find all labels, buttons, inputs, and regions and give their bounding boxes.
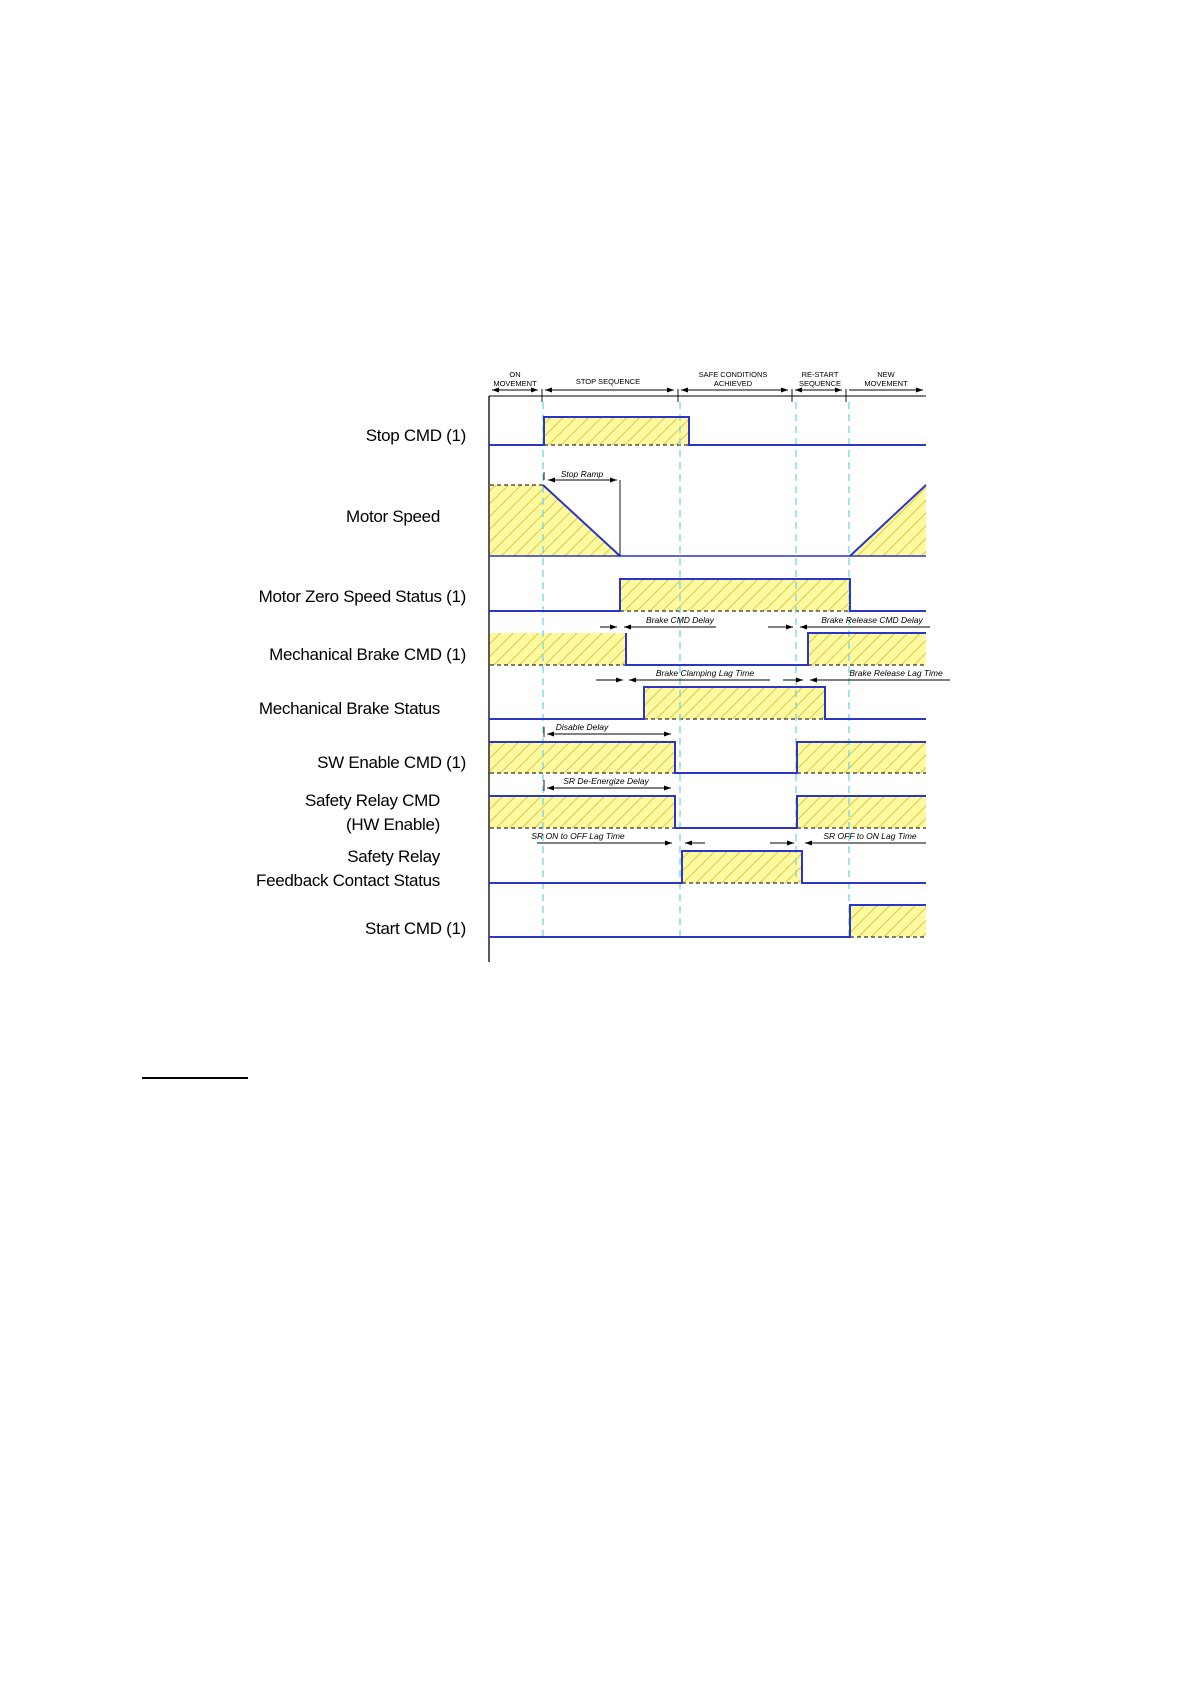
brake-clamping-lag-label: Brake Clamping Lag Time bbox=[656, 668, 754, 678]
signal-label-safety-relay-cmd-1: Safety Relay CMD bbox=[305, 791, 440, 810]
signal-label-mech-brake-status: Mechanical Brake Status bbox=[259, 699, 440, 718]
safety-relay-wave bbox=[489, 795, 926, 829]
disable-delay-label: Disable Delay bbox=[556, 722, 609, 732]
brake-cmd-active-2 bbox=[808, 633, 926, 665]
sw-enable-wave bbox=[489, 741, 926, 774]
phase-label-on-movement-1: ON bbox=[509, 370, 520, 379]
stop-ramp-label: Stop Ramp bbox=[561, 469, 604, 479]
signal-label-safety-relay-fb-1: Safety Relay bbox=[347, 847, 441, 866]
motor-speed-ramp-up bbox=[849, 484, 927, 557]
phase-label-safe-conditions-2: ACHIEVED bbox=[714, 379, 753, 388]
phase-label-new-movement-2: MOVEMENT bbox=[864, 379, 908, 388]
brake-release-lag-label: Brake Release Lag Time bbox=[849, 668, 943, 678]
brake-cmd-active-1 bbox=[490, 633, 626, 665]
start-cmd-wave bbox=[489, 904, 926, 938]
waveforms bbox=[489, 416, 927, 938]
start-cmd-active bbox=[850, 905, 926, 937]
signal-label-motor-speed: Motor Speed bbox=[346, 507, 440, 526]
sr-feedback-active bbox=[682, 851, 802, 883]
brake-status-wave bbox=[489, 686, 926, 720]
safety-relay-active-1 bbox=[490, 796, 675, 828]
brake-cmd-delay-label: Brake CMD Delay bbox=[646, 615, 715, 625]
heading-underline bbox=[142, 1077, 248, 1079]
phase-label-restart-sequence-2: SEQUENCE bbox=[799, 379, 841, 388]
signal-label-safety-relay-fb-2: Feedback Contact Status bbox=[256, 871, 440, 890]
sw-enable-active-1 bbox=[490, 742, 675, 773]
signal-label-safety-relay-cmd-2: (HW Enable) bbox=[346, 815, 440, 834]
active-regions bbox=[490, 417, 926, 937]
signal-label-mech-brake-cmd: Mechanical Brake CMD (1) bbox=[269, 645, 466, 664]
sr-feedback-wave bbox=[489, 850, 926, 884]
phase-label-restart-sequence-1: RE-START bbox=[802, 370, 839, 379]
brake-release-cmd-delay-label: Brake Release CMD Delay bbox=[821, 615, 923, 625]
safety-relay-active-2 bbox=[797, 796, 926, 828]
phase-label-safe-conditions-1: SAFE CONDITIONS bbox=[699, 370, 768, 379]
signal-label-start-cmd: Start CMD (1) bbox=[365, 919, 466, 938]
stop-cmd-active bbox=[544, 417, 689, 445]
motor-speed-decel bbox=[490, 485, 620, 556]
signal-label-stop-cmd: Stop CMD (1) bbox=[366, 426, 466, 445]
sw-enable-active-2 bbox=[797, 742, 926, 773]
brake-cmd-wave bbox=[625, 632, 926, 666]
signal-label-sw-enable-cmd: SW Enable CMD (1) bbox=[317, 753, 466, 772]
brake-status-active bbox=[644, 687, 825, 719]
phase-label-new-movement-1: NEW bbox=[877, 370, 895, 379]
sr-on-off-lag-label: SR ON to OFF Lag Time bbox=[531, 831, 625, 841]
delay-annotations: Stop Ramp Brake CMD Delay Brake Release … bbox=[531, 469, 950, 846]
phase-header: ON MOVEMENT STOP SEQUENCE SAFE CONDITION… bbox=[489, 370, 926, 402]
signal-label-motor-zero-speed: Motor Zero Speed Status (1) bbox=[259, 587, 466, 606]
phase-label-stop-sequence: STOP SEQUENCE bbox=[576, 377, 640, 386]
zero-speed-active bbox=[620, 579, 850, 611]
sr-deenergize-delay-label: SR De-Energize Delay bbox=[563, 776, 649, 786]
signal-labels: Stop CMD (1) Motor Speed Motor Zero Spee… bbox=[256, 426, 466, 938]
phase-label-on-movement-2: MOVEMENT bbox=[493, 379, 537, 388]
stop-cmd-wave bbox=[489, 416, 926, 446]
motor-speed-ramp-down bbox=[542, 484, 621, 557]
zero-speed-wave bbox=[489, 578, 926, 612]
sr-off-on-lag-label: SR OFF to ON Lag Time bbox=[823, 831, 917, 841]
